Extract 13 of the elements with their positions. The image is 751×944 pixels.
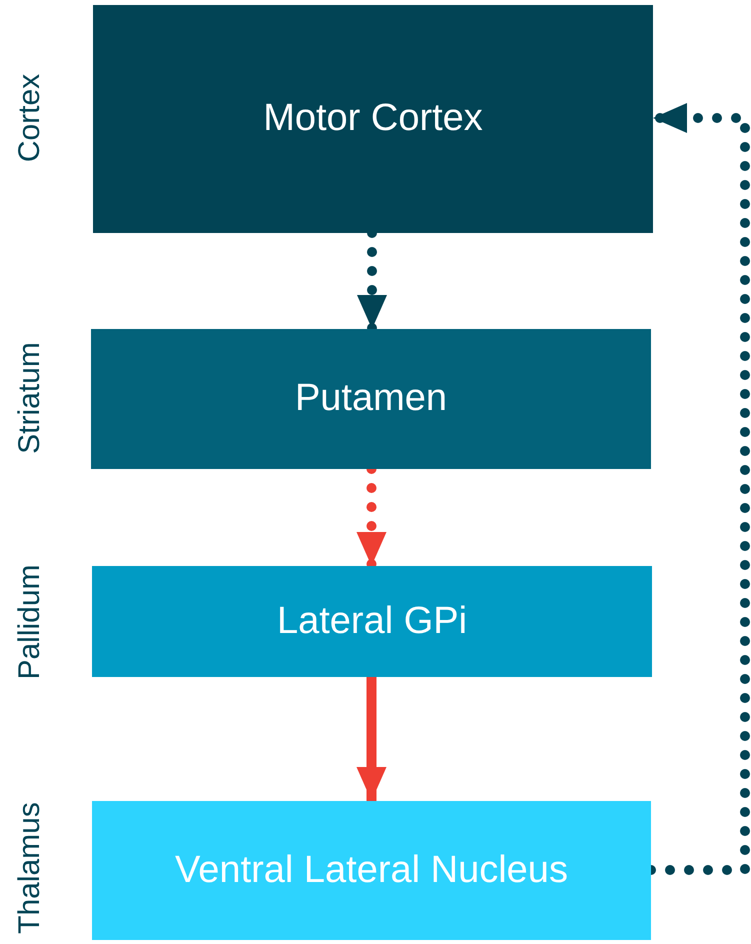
process-box <box>93 5 653 233</box>
level-label: Thalamus <box>13 802 47 934</box>
process-box <box>92 566 652 677</box>
process-box <box>92 801 651 940</box>
box-label: Lateral GPi <box>276 598 468 644</box>
process-box <box>91 329 651 469</box>
arrow <box>356 677 386 801</box>
box-label: Motor Cortex <box>263 96 483 142</box>
level-label: Pallidum <box>13 564 47 680</box>
level-label: Cortex <box>13 74 47 162</box>
level-label: Striatum <box>13 342 47 454</box>
box-label: Ventral Lateral Nucleus <box>175 848 568 893</box>
box-label: Putamen <box>294 376 448 422</box>
